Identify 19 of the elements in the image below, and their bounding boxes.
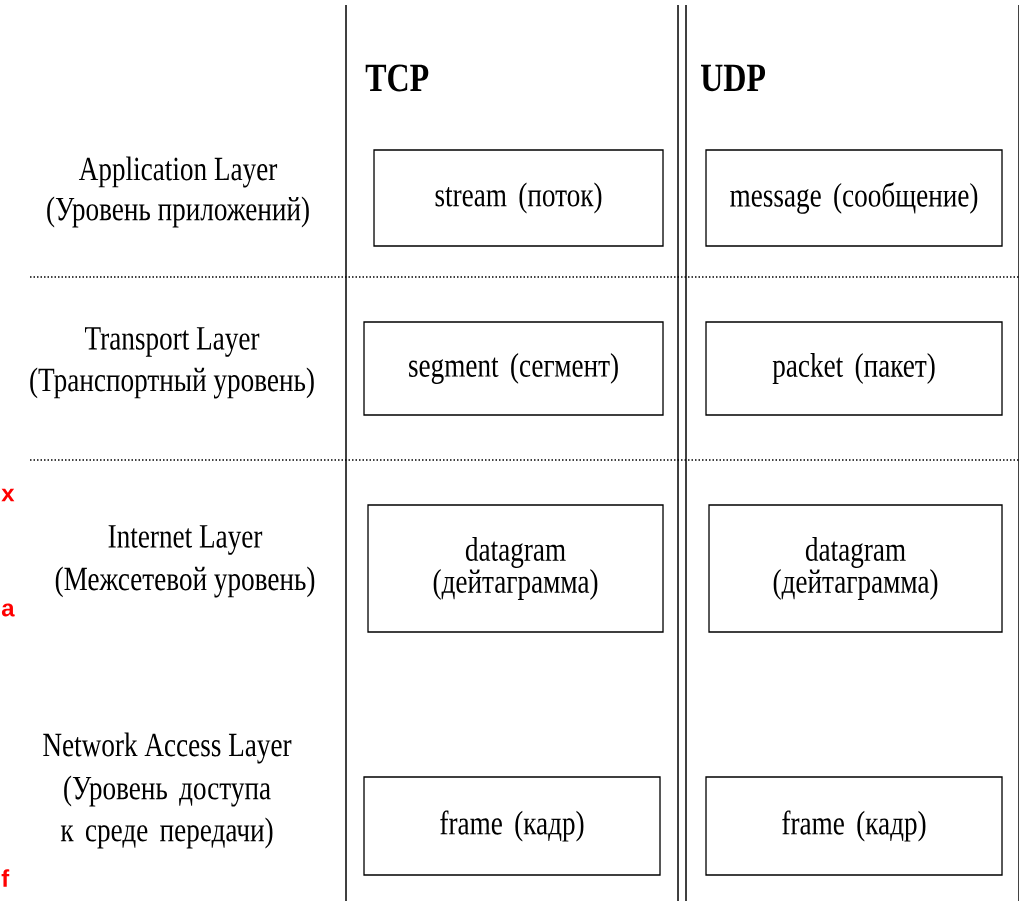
letter: а — [1, 603, 15, 617]
layer-name: (Межсетевой уровень) — [55, 566, 315, 598]
layer-name: Transport Layer — [85, 327, 260, 357]
layer-name: (Уровень приложений) — [47, 196, 309, 228]
layer-name: (Уровень доступа к среде передачи) — [60, 775, 273, 849]
unit-box: message (сообщение) — [705, 149, 1003, 247]
letter: х — [1, 488, 15, 502]
unit-box: segment (сегмент) — [363, 321, 664, 416]
layer-name: (Транспортный уровень) — [30, 367, 314, 399]
layer-name: Internet Layer — [108, 525, 263, 555]
unit-box: datagram (дейтаграмма) — [708, 504, 1003, 633]
unit-box: packet (пакет) — [705, 321, 1003, 416]
layer-name: Network Access Layer — [43, 732, 292, 764]
unit-box: stream (поток) — [373, 149, 664, 247]
unit-box: datagram (дейтаграмма) — [367, 504, 664, 633]
letter: f — [1, 869, 10, 887]
unit-box: frame (кадр) — [705, 776, 1003, 876]
unit-box: frame (кадр) — [363, 776, 661, 876]
layer-name: Application Layer — [78, 156, 278, 188]
